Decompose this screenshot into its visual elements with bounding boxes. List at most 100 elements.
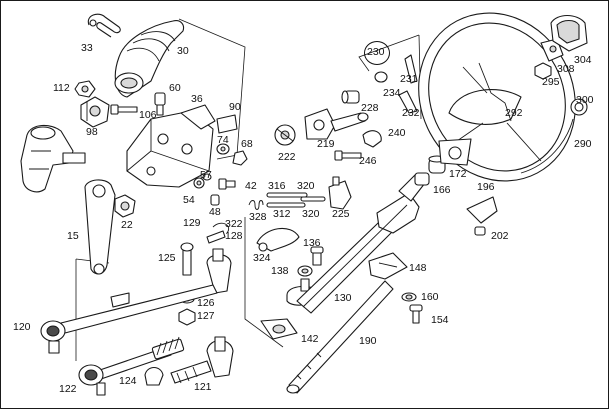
- callout-300: 300: [576, 94, 594, 106]
- callout-54: 54: [183, 194, 195, 206]
- callout-290: 290: [574, 138, 592, 150]
- washer-part-160: [401, 292, 417, 302]
- callout-219: 219: [317, 138, 335, 150]
- callout-202: 202: [491, 230, 509, 242]
- callout-122: 122: [59, 383, 77, 395]
- ball-joint-part-125: [180, 242, 194, 276]
- callout-222: 222: [278, 151, 296, 163]
- pitman-arm: [84, 179, 116, 275]
- callout-320: 320: [297, 180, 315, 192]
- callout-316: 316: [268, 180, 286, 192]
- callout-322: 322: [225, 218, 243, 230]
- drag-link-part-120: [40, 284, 218, 354]
- washer-part-57: [202, 173, 212, 181]
- gear-box-part-15: [20, 124, 86, 193]
- tie-rod-end-part-121: [170, 336, 234, 384]
- callout-154: 154: [431, 314, 449, 326]
- grip-part-290: [520, 118, 574, 174]
- callout-172: 172: [449, 168, 467, 180]
- horn-pad-part-304: [550, 14, 588, 52]
- switch-part-219: [304, 108, 336, 140]
- callout-15: 15: [67, 230, 79, 242]
- pin-part-129: [206, 230, 226, 244]
- callout-36: 36: [191, 93, 203, 105]
- callout-295: 295: [542, 76, 560, 88]
- callout-129: 129: [183, 217, 201, 229]
- callout-231: 231: [400, 73, 418, 85]
- screw-part-202: [474, 226, 486, 236]
- callout-190: 190: [359, 335, 377, 347]
- steering-column: [296, 174, 426, 314]
- callout-232: 232: [402, 107, 420, 119]
- clip-part-324: [256, 227, 300, 252]
- wiring-part-292: [478, 62, 512, 122]
- switch-part-225: [328, 176, 352, 210]
- callout-128: 128: [225, 230, 243, 242]
- screw-part-106: [110, 104, 138, 115]
- callout-60: 60: [169, 82, 181, 94]
- bushing-part-166: [414, 172, 430, 186]
- nut-part-68: [232, 150, 248, 166]
- tie-rod-end-upper: [206, 248, 232, 294]
- callout-196: 196: [477, 181, 495, 193]
- callout-312: 312: [273, 208, 291, 220]
- rod-part-316: [266, 192, 308, 198]
- callout-ring-230: [364, 41, 390, 65]
- ignition-lock-part-222: [274, 124, 296, 146]
- callout-121: 121: [194, 381, 212, 393]
- callout-225: 225: [332, 208, 350, 220]
- pin-part-234: [374, 71, 388, 83]
- callout-160: 160: [421, 291, 439, 303]
- washer-part-300: [570, 98, 588, 116]
- callout-126: 126: [197, 297, 215, 309]
- horn-contact-part-308: [540, 38, 564, 62]
- callout-142: 142: [301, 333, 319, 345]
- nut-part-112: [74, 80, 96, 98]
- lever-part-232: [398, 90, 418, 114]
- callout-22: 22: [121, 219, 133, 231]
- cotter-part-128: [212, 222, 229, 234]
- callout-320-lower: 320: [302, 208, 320, 220]
- callout-98: 98: [86, 126, 98, 138]
- callout-324: 324: [253, 252, 271, 264]
- bracket-part-148: [368, 252, 408, 280]
- bracket-part-36: [126, 104, 216, 188]
- callout-74: 74: [217, 134, 229, 146]
- control-stalk: [330, 112, 369, 132]
- callout-136: 136: [303, 237, 321, 249]
- callout-90: 90: [229, 101, 241, 113]
- callout-228: 228: [361, 102, 379, 114]
- callout-112: 112: [53, 82, 70, 94]
- gasket-part-142: [260, 318, 298, 340]
- threaded-sleeve: [151, 336, 185, 360]
- callout-42: 42: [245, 180, 257, 192]
- callout-125: 125: [158, 252, 176, 264]
- callout-166: 166: [433, 184, 451, 196]
- callout-240: 240: [388, 127, 406, 139]
- callout-138: 138: [271, 265, 289, 277]
- callout-234: 234: [383, 87, 401, 99]
- callout-57: 57: [200, 169, 212, 181]
- clip-part-240: [362, 130, 382, 148]
- plate-part-90: [216, 114, 238, 134]
- callout-148: 148: [409, 262, 427, 274]
- callout-30: 30: [177, 45, 189, 57]
- clamp-part-124: [144, 366, 164, 386]
- nut-part-22: [114, 194, 136, 218]
- bolt-part-60: [154, 92, 166, 116]
- callout-127: 127: [197, 310, 215, 322]
- screw-part-154: [409, 304, 423, 324]
- callout-120: 120: [13, 321, 31, 333]
- callout-106: 106: [139, 109, 157, 121]
- callout-48: 48: [209, 206, 221, 218]
- callout-246: 246: [359, 155, 377, 167]
- screw-part-246: [334, 150, 362, 161]
- key-part-231: [404, 54, 418, 84]
- nut-part-295: [534, 62, 552, 80]
- bolt-part-42: [218, 178, 236, 190]
- callout-308: 308: [557, 63, 575, 75]
- screw-part-48: [210, 194, 220, 206]
- screw-part-136: [310, 246, 324, 266]
